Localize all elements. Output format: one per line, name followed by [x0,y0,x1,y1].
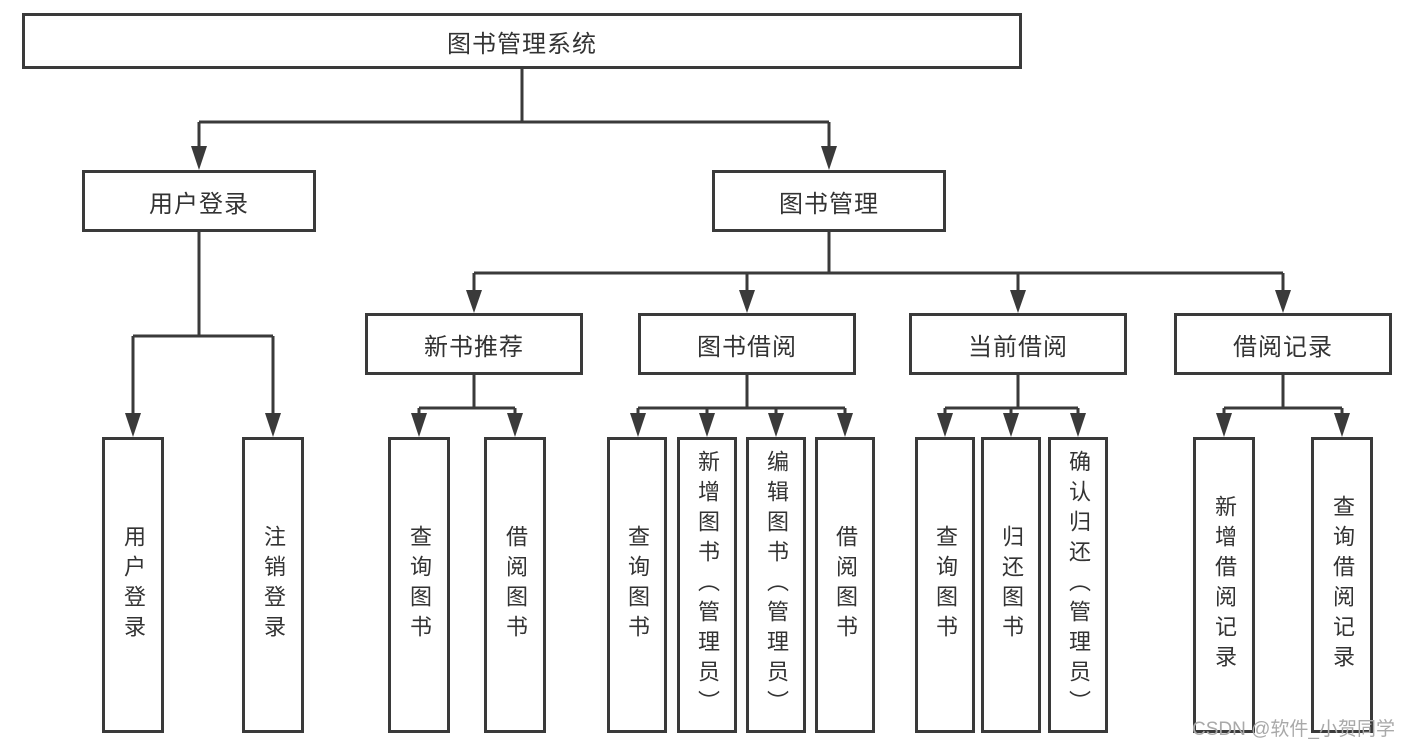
node-current-borrowing: 当前借阅 [909,313,1127,375]
node-user-login-label: 用户登录 [149,190,249,218]
leaf-borrowing-add-books-admin: 新增图书（管理员） [677,437,737,733]
leaf-borrowing-edit-books-admin-label: 编辑图书（管理员） [764,450,789,720]
node-root-label: 图书管理系统 [447,30,597,58]
leaf-records-add-record-label: 新增借阅记录 [1212,495,1237,675]
node-user-login: 用户登录 [82,170,316,232]
leaf-logout: 注销登录 [242,437,304,733]
arrowhead-icons [125,146,1350,437]
leaf-borrowing-borrow-books-label: 借阅图书 [833,525,858,645]
leaf-current-confirm-return-admin-label: 确认归还（管理员） [1066,450,1091,720]
leaf-recommend-borrow-books: 借阅图书 [484,437,546,733]
node-borrowing-records: 借阅记录 [1174,313,1392,375]
leaf-records-add-record: 新增借阅记录 [1193,437,1255,733]
node-root: 图书管理系统 [22,13,1022,69]
csdn-watermark: CSDN @软件_小贺同学 [1192,719,1395,740]
leaf-current-return-books-label: 归还图书 [999,525,1024,645]
leaf-current-confirm-return-admin: 确认归还（管理员） [1048,437,1108,733]
leaf-current-query-books: 查询图书 [915,437,975,733]
node-new-book-recommendation-label: 新书推荐 [424,333,524,361]
leaf-current-query-books-label: 查询图书 [933,525,958,645]
node-new-book-recommendation: 新书推荐 [365,313,583,375]
leaf-borrowing-add-books-admin-label: 新增图书（管理员） [695,450,720,720]
leaf-recommend-query-books: 查询图书 [388,437,450,733]
leaf-borrowing-borrow-books: 借阅图书 [815,437,875,733]
node-book-borrowing-label: 图书借阅 [697,333,797,361]
node-current-borrowing-label: 当前借阅 [968,333,1068,361]
leaf-logout-label: 注销登录 [261,525,286,645]
node-book-management-label: 图书管理 [779,190,879,218]
leaf-recommend-query-books-label: 查询图书 [407,525,432,645]
node-book-borrowing: 图书借阅 [638,313,856,375]
leaf-current-return-books: 归还图书 [981,437,1041,733]
leaf-recommend-borrow-books-label: 借阅图书 [503,525,528,645]
leaf-user-login: 用户登录 [102,437,164,733]
leaf-records-query-record: 查询借阅记录 [1311,437,1373,733]
leaf-records-query-record-label: 查询借阅记录 [1330,495,1355,675]
leaf-user-login-label: 用户登录 [121,525,146,645]
node-borrowing-records-label: 借阅记录 [1233,333,1333,361]
leaf-borrowing-query-books: 查询图书 [607,437,667,733]
leaf-borrowing-edit-books-admin: 编辑图书（管理员） [746,437,806,733]
node-book-management: 图书管理 [712,170,946,232]
leaf-borrowing-query-books-label: 查询图书 [625,525,650,645]
